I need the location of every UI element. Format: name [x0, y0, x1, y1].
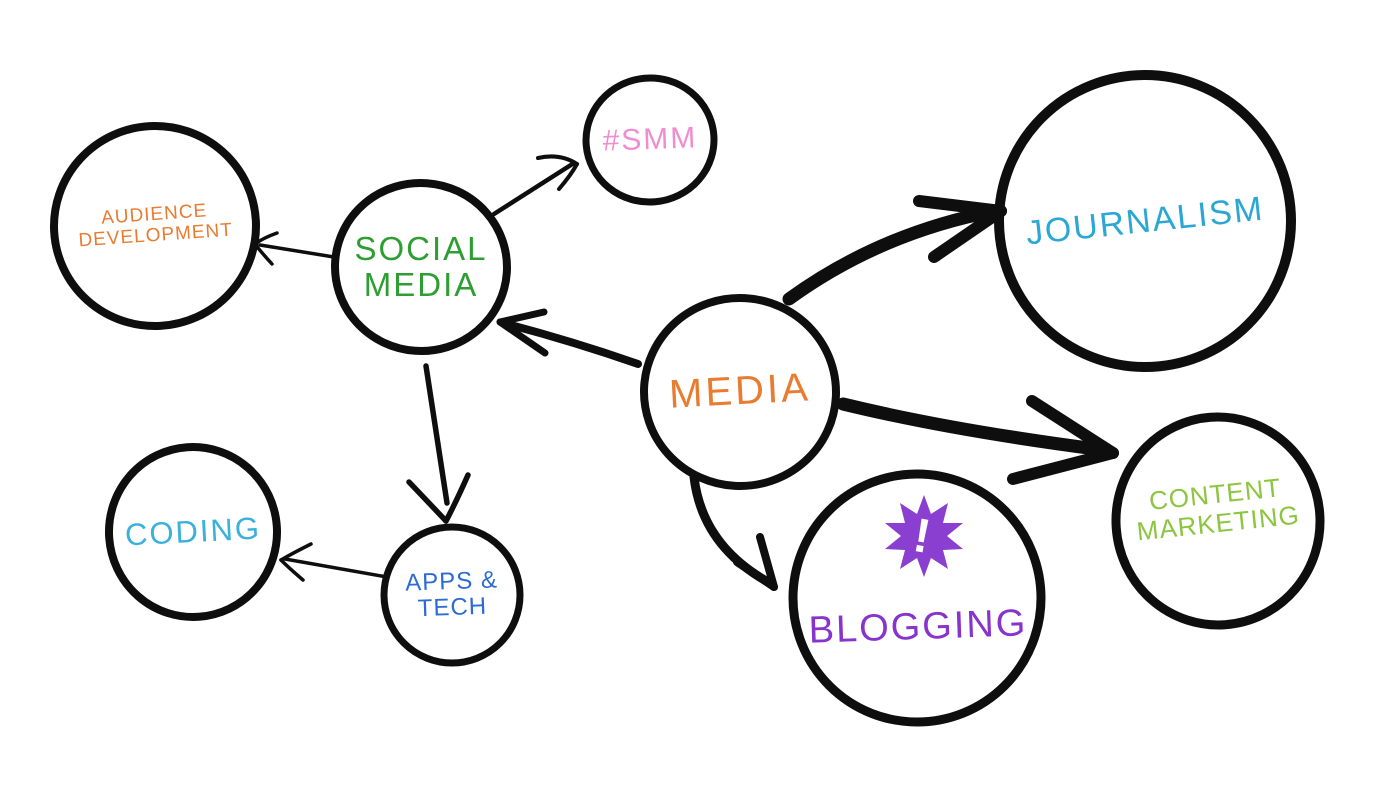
node-apps-tech-circle — [380, 523, 524, 667]
node-content-marketing-circle — [1111, 412, 1325, 630]
arrow-media-to-blogging — [689, 472, 778, 591]
arrow-social-media-to-apps-tech — [406, 363, 471, 524]
node-coding-circle — [104, 443, 282, 621]
arrow-apps-tech-to-coding — [279, 542, 389, 582]
node-journalism-circle — [994, 70, 1296, 372]
arrow-social-media-to-audience-development — [253, 231, 336, 266]
node-social-media-circle — [331, 178, 511, 356]
node-smm-circle — [582, 74, 718, 206]
arrow-media-to-content-marketing — [836, 395, 1119, 485]
arrow-media-to-social-media — [496, 308, 642, 368]
node-audience-development-circle — [50, 121, 260, 331]
arrow-media-to-journalism — [782, 195, 1007, 306]
exclamation-starburst-icon: ! — [885, 495, 963, 577]
arrow-social-media-to-smm — [491, 154, 579, 217]
node-blogging-circle — [788, 469, 1046, 727]
node-media-circle — [640, 293, 840, 491]
